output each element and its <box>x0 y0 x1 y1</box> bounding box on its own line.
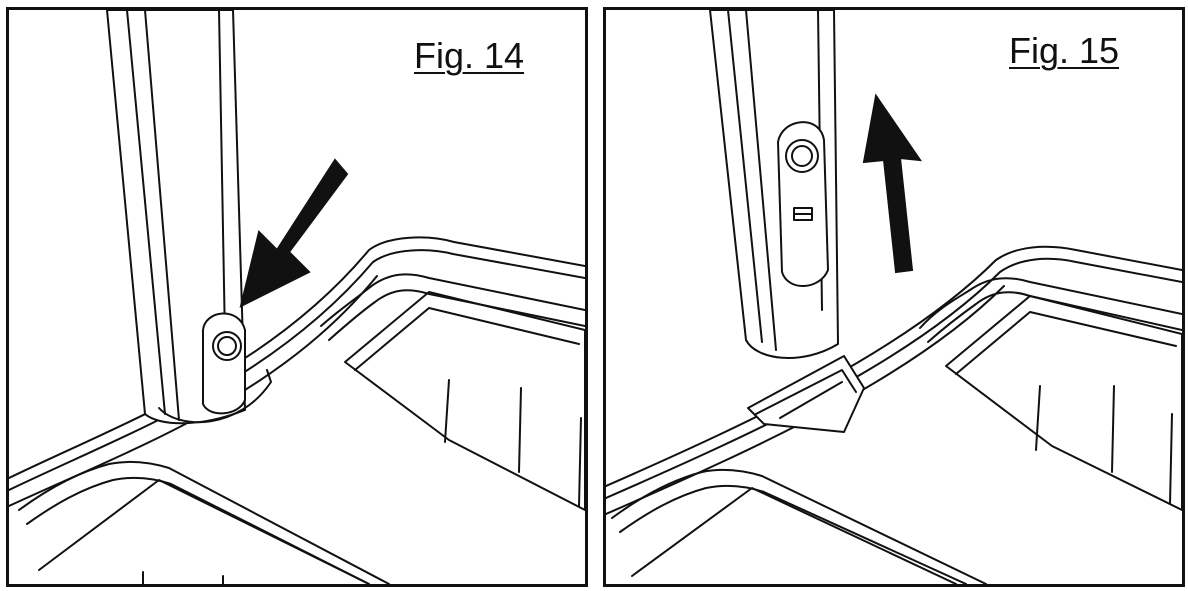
basket-left-rim <box>611 468 987 584</box>
basket-right-rim <box>320 273 585 327</box>
basket-left-rim <box>18 460 390 584</box>
figure-panel-15: Fig. 15 <box>603 7 1185 587</box>
fryer-rim-outline <box>606 245 1182 487</box>
basket-left-opening <box>38 479 370 584</box>
handle-latch-slot <box>202 312 246 415</box>
basket-right-opening <box>945 295 1182 511</box>
figure-label: Fig. 14 <box>414 35 525 76</box>
arrow-down-left-icon <box>239 158 349 308</box>
fryer-handle-insert-illustration <box>9 10 585 584</box>
basket-right-rim-inner <box>927 291 1182 343</box>
handle-socket <box>158 369 272 424</box>
basket-right-opening <box>344 291 585 511</box>
basket-left-rim-inner <box>619 484 967 584</box>
fryer-rim-outline <box>9 236 585 479</box>
basket-left-rim-inner <box>26 476 370 584</box>
figure-panel-14: Fig. 14 <box>6 7 588 587</box>
fryer-rim-inner <box>606 257 1182 499</box>
handle-socket-hole <box>747 355 865 433</box>
fryer-handle-remove-illustration <box>606 10 1182 584</box>
basket-right-rim <box>919 277 1182 329</box>
fryer-rim-inner <box>9 249 585 491</box>
basket-right-wall <box>955 311 1177 375</box>
basket-right-wall <box>354 307 580 371</box>
basket-left-opening <box>631 487 957 584</box>
figure-label: Fig. 15 <box>1009 30 1120 71</box>
handle-latch-pin <box>785 139 819 173</box>
arrow-up-icon <box>862 93 923 274</box>
basket-right-rim-inner <box>328 289 585 341</box>
